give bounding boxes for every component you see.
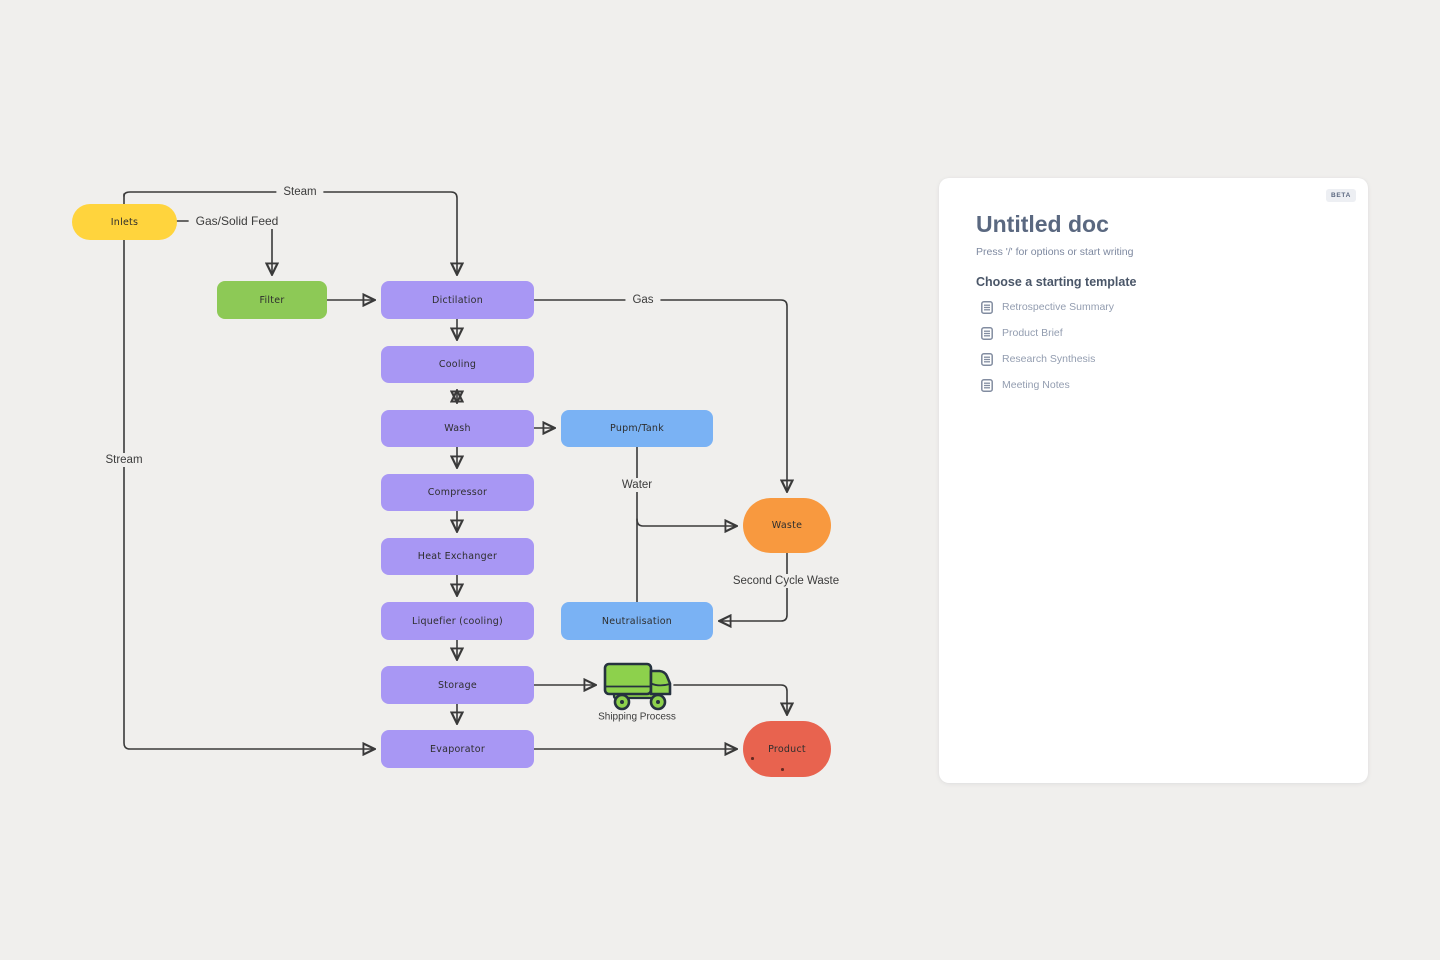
- node-compressor[interactable]: Compressor: [381, 474, 534, 511]
- document-lines-icon: [981, 300, 993, 314]
- edge-label-shipping-process[interactable]: Shipping Process: [598, 711, 676, 723]
- node-evaporator[interactable]: Evaporator: [381, 730, 534, 768]
- node-filter[interactable]: Filter: [217, 281, 327, 319]
- node-pump-tank[interactable]: Pupm/Tank: [561, 410, 713, 447]
- edge-label-water[interactable]: Water: [614, 478, 660, 492]
- node-cooling[interactable]: Cooling: [381, 346, 534, 383]
- beta-badge: BETA: [1325, 189, 1356, 202]
- document-lines-icon: [981, 352, 993, 366]
- node-liquefier[interactable]: Liquefier (cooling): [381, 602, 534, 640]
- edge-waste-neutralisation[interactable]: [720, 552, 788, 621]
- template-item-research-synthesis[interactable]: Research Synthesis: [981, 346, 1331, 372]
- edge-steam[interactable]: [123, 191, 457, 274]
- document-lines-icon: [981, 326, 993, 340]
- document-lines-icon: [981, 378, 993, 392]
- edge-water-waste[interactable]: [636, 518, 736, 526]
- edge-label-gas[interactable]: Gas: [625, 293, 661, 307]
- edge-gas[interactable]: [533, 299, 787, 491]
- ink-dot: [751, 757, 754, 760]
- template-item-retrospective-summary[interactable]: Retrospective Summary: [981, 294, 1331, 320]
- template-item-label: Research Synthesis: [1002, 353, 1096, 366]
- edge-label-gas-solid-feed[interactable]: Gas/Solid Feed: [188, 213, 286, 229]
- node-inlets[interactable]: Inlets: [72, 204, 177, 240]
- template-item-label: Retrospective Summary: [1002, 301, 1115, 314]
- node-neutralisation[interactable]: Neutralisation: [561, 602, 713, 640]
- doc-panel: BETA Untitled doc Press '/' for options …: [939, 178, 1368, 783]
- edge-truck-product[interactable]: [673, 684, 787, 714]
- edge-label-second-cycle-waste[interactable]: Second Cycle Waste: [725, 574, 847, 588]
- template-item-label: Product Brief: [1002, 327, 1063, 340]
- template-item-product-brief[interactable]: Product Brief: [981, 320, 1331, 346]
- doc-editor-placeholder[interactable]: Press '/' for options or start writing: [976, 246, 1134, 259]
- node-heat-exchanger[interactable]: Heat Exchanger: [381, 538, 534, 575]
- node-wash[interactable]: Wash: [381, 410, 534, 447]
- node-product[interactable]: Product: [743, 721, 831, 777]
- template-item-meeting-notes[interactable]: Meeting Notes: [981, 372, 1331, 398]
- edge-label-steam[interactable]: Steam: [276, 185, 324, 199]
- node-storage[interactable]: Storage: [381, 666, 534, 704]
- node-dictilation[interactable]: Dictilation: [381, 281, 534, 319]
- ink-dot: [781, 768, 784, 771]
- shipping-truck-icon[interactable]: [602, 660, 674, 712]
- doc-title[interactable]: Untitled doc: [976, 211, 1109, 237]
- edge-label-stream[interactable]: Stream: [98, 453, 150, 467]
- templates-heading: Choose a starting template: [976, 275, 1137, 290]
- template-item-label: Meeting Notes: [1002, 379, 1070, 392]
- templates-list: Retrospective Summary Product Brief Rese…: [976, 294, 1331, 398]
- edge-stream[interactable]: [123, 193, 374, 749]
- node-waste[interactable]: Waste: [743, 498, 831, 553]
